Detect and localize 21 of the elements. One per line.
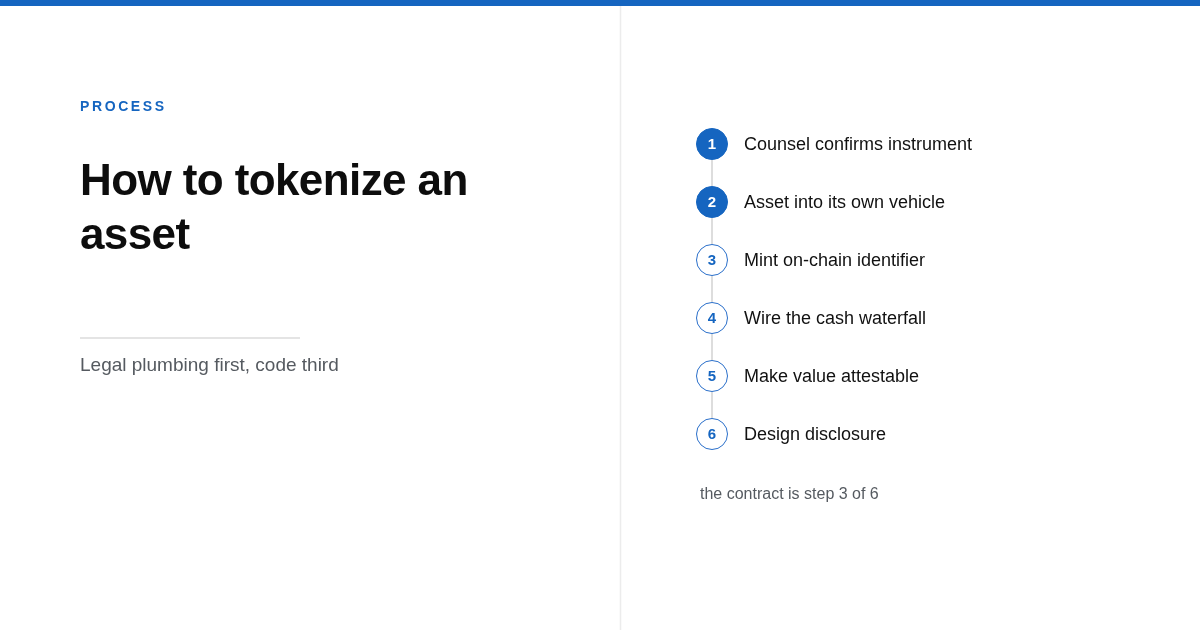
step-label: Design disclosure [744, 423, 887, 445]
title-heading: How to tokenize an asset [80, 154, 469, 260]
connector-line [711, 391, 713, 419]
step-label: Asset into its own vehicle [744, 191, 946, 213]
connector-line [711, 275, 713, 303]
step-circle: 4 [696, 302, 728, 334]
step-label: Mint on-chain identifier [744, 249, 926, 271]
connector-line [711, 217, 713, 245]
section-label: PROCESS [80, 97, 167, 115]
connector-line [711, 159, 713, 187]
step-circle: 6 [696, 418, 728, 450]
step-circle: 5 [696, 360, 728, 392]
step-circle: 3 [696, 244, 728, 276]
step-circle: 2 [696, 186, 728, 218]
connector-line [711, 333, 713, 361]
step-label: Wire the cash waterfall [744, 307, 927, 329]
step-label: Counsel confirms instrument [744, 133, 973, 155]
step-circle: 1 [696, 128, 728, 160]
subtitle: Legal plumbing first, code third [80, 353, 339, 377]
step-label: Make value attestable [744, 365, 920, 387]
footnote: the contract is step 3 of 6 [700, 484, 879, 504]
